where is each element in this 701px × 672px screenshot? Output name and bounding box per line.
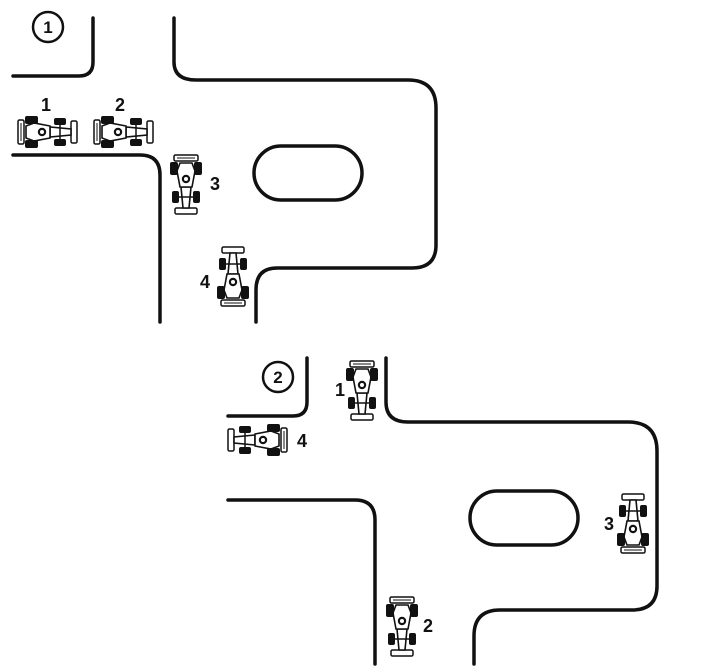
car: 3 — [604, 493, 650, 554]
car-label: 1 — [41, 95, 51, 115]
car: 1 — [17, 95, 78, 149]
car-label: 1 — [335, 380, 345, 400]
traffic-island — [468, 489, 580, 547]
traffic-island — [252, 144, 364, 202]
car: 4 — [227, 423, 307, 457]
panel-marker: 2 — [261, 360, 295, 394]
car-label: 4 — [200, 272, 210, 292]
car: 3 — [169, 154, 220, 215]
car-label: 2 — [423, 616, 433, 636]
car-label: 3 — [210, 174, 220, 194]
car-label: 2 — [115, 95, 125, 115]
road-edge — [11, 16, 95, 78]
road-edge — [11, 153, 162, 324]
road-edge — [226, 356, 309, 418]
car: 1 — [335, 360, 379, 421]
panel-marker: 1 — [31, 10, 65, 44]
panel-1: 1 1 2 3 4 — [11, 10, 438, 324]
car-label: 4 — [297, 431, 307, 451]
svg-text:2: 2 — [273, 368, 282, 387]
car: 4 — [200, 246, 250, 307]
panel-2: 2 1 4 3 2 — [226, 356, 659, 666]
road-edge — [226, 498, 377, 666]
road-edge — [172, 16, 438, 324]
car-label: 3 — [604, 514, 614, 534]
svg-text:1: 1 — [43, 18, 52, 37]
car: 2 — [93, 95, 154, 149]
road-edge — [384, 356, 659, 666]
car: 2 — [385, 596, 433, 657]
